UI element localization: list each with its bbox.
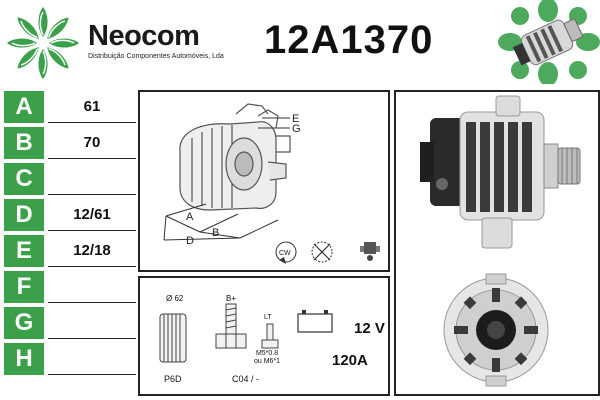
regulator-icon (360, 242, 380, 261)
spec-row-e: E 12/18 (4, 234, 136, 268)
spec-letter: E (4, 235, 44, 267)
spec-letter: C (4, 163, 44, 195)
thread-alt: ou M6*1 (254, 358, 281, 365)
lt-terminal-icon (261, 323, 279, 349)
spec-table: A 61 B 70 C D 12/61 E 12/18 F G H (4, 90, 136, 396)
battery-icon (297, 310, 333, 333)
specs-drawing (159, 303, 333, 363)
spec-row-g: G (4, 306, 136, 340)
spec-value: 61 (48, 91, 136, 123)
spec-row-a: A 61 (4, 90, 136, 124)
pulley-code: P6D (164, 374, 182, 384)
spec-row-h: H (4, 342, 136, 376)
rotation-cw-icon: CW (275, 241, 297, 264)
label-g: G (292, 123, 301, 135)
pulley-diameter: Ø 62 (166, 294, 184, 303)
product-photo-panel[interactable] (394, 90, 600, 396)
pulley-icon (159, 313, 187, 363)
spec-letter: F (4, 271, 44, 303)
electrical-specs-panel: Ø 62 B+ LT M5*0.8 ou M6*1 12 V 120A P6D … (138, 276, 390, 396)
label-e: E (292, 113, 299, 125)
dimension-diagram-panel: E G A B D CW (138, 90, 390, 272)
part-number: 12A1370 (264, 18, 434, 62)
alternator-rear-view (443, 273, 549, 387)
alternator-side-view (420, 95, 581, 249)
neocom-logo-icon (7, 7, 79, 79)
spec-row-c: C (4, 162, 136, 196)
alternator-photos (420, 95, 581, 387)
rotation-label: CW (279, 250, 291, 257)
bplus-label: B+ (226, 294, 237, 303)
spec-row-f: F (4, 270, 136, 304)
spec-value (48, 343, 136, 375)
dimension-diagram: E G A B D CW (163, 103, 380, 264)
no-disassembly-icon (311, 241, 333, 263)
voltage: 12 V (354, 320, 385, 337)
brand-name: Neocom (88, 20, 200, 52)
label-a: A (186, 211, 194, 223)
amperage: 120A (332, 352, 368, 369)
spec-value (48, 307, 136, 339)
connector-code: C04 / - (232, 374, 260, 384)
label-d: D (186, 235, 194, 247)
spec-value (48, 163, 136, 195)
label-b: B (212, 227, 219, 239)
spec-letter: G (4, 307, 44, 339)
spec-letter: B (4, 127, 44, 159)
spec-value: 70 (48, 127, 136, 159)
spec-letter: A (4, 91, 44, 123)
lt-label: LT (264, 314, 272, 321)
spec-value (48, 271, 136, 303)
spec-value: 12/61 (48, 199, 136, 231)
spec-letter: H (4, 343, 44, 375)
spec-letter: D (4, 199, 44, 231)
spec-value: 12/18 (48, 235, 136, 267)
thread-primary: M5*0.8 (255, 350, 279, 357)
bplus-terminal-icon (215, 303, 247, 349)
brand-tagline: Distribuição Componentes Automóveis, Lda (88, 53, 224, 60)
spec-row-b: B 70 (4, 126, 136, 160)
spec-row-d: D 12/61 (4, 198, 136, 232)
product-thumbnail[interactable] (496, 0, 600, 84)
thread-spec: M5*0.8 ou M6*1 (254, 350, 280, 366)
